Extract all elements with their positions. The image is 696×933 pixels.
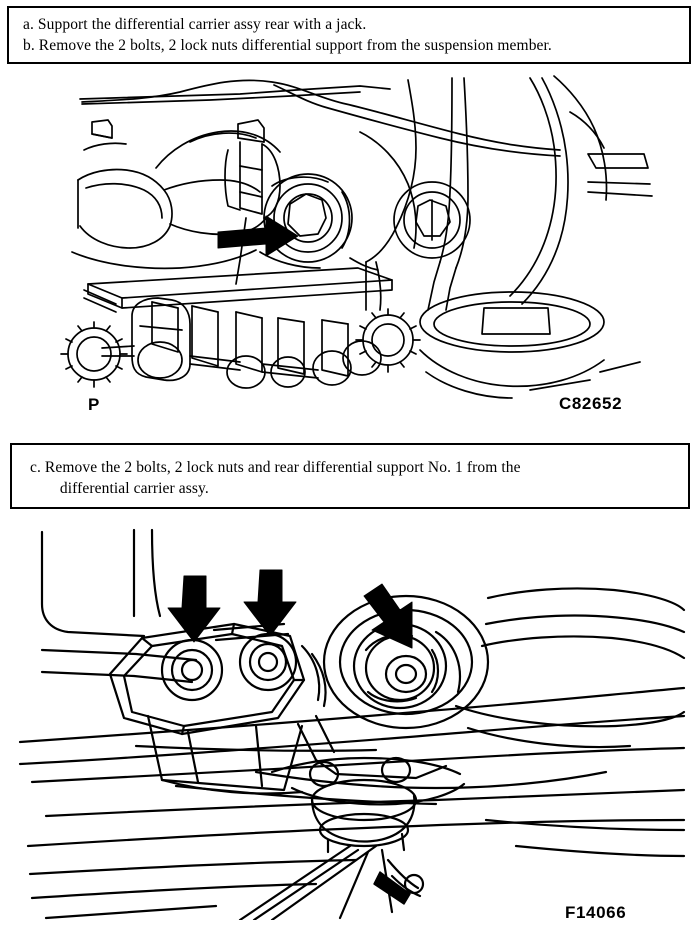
- instruction-list-bottom: c. Remove the 2 bolts, 2 lock nuts and r…: [12, 445, 688, 499]
- fig2-bolt-1: [160, 638, 224, 702]
- instruction-item-c: c. Remove the 2 bolts, 2 lock nuts and r…: [30, 459, 521, 497]
- fig1-jack-plate: [83, 267, 393, 313]
- fig2-right-lower-lines: [484, 818, 686, 858]
- fig1-callout-arrow-bolt: [217, 215, 299, 257]
- fig2-support-bracket-assembly: [108, 622, 306, 795]
- fig1-leader-lines: [529, 361, 641, 391]
- fig2-body-panel-left: [40, 528, 198, 684]
- fig2-bracket-shading-lines: [212, 622, 336, 762]
- instruction-box-top: a. Support the differential carrier assy…: [7, 6, 691, 64]
- fig1-bushing-left: [263, 173, 353, 263]
- fig1-wheel-well: [419, 75, 653, 399]
- fig2-body-contours-right: [454, 587, 686, 749]
- figure-1-marker-p: P: [88, 395, 100, 414]
- fig1-lower-contours: [71, 249, 379, 271]
- fig1-body-underside: [79, 79, 561, 157]
- fig2-callout-arrow-bolt-1: [167, 575, 221, 643]
- figure-differential-support-suspension-member: [60, 72, 660, 420]
- fig1-support-bracket: [224, 119, 281, 285]
- instruction-item-b: b. Remove the 2 bolts, 2 lock nuts diffe…: [23, 37, 552, 54]
- fig2-callout-arrow-bolt-2: [243, 569, 297, 637]
- fig2-lower-left-lines: [28, 858, 358, 920]
- instruction-item-a: a. Support the differential carrier assy…: [23, 16, 367, 33]
- fig1-gear-wheels: [60, 308, 421, 388]
- fig1-gear-right: [355, 308, 421, 373]
- instruction-list-top: a. Support the differential carrier assy…: [9, 8, 689, 56]
- fig1-bushing-right: [393, 181, 471, 259]
- instruction-box-bottom: c. Remove the 2 bolts, 2 lock nuts and r…: [10, 443, 690, 509]
- fig2-callout-arrow-bushing-nut: [363, 583, 413, 649]
- figure-2-code: F14066: [565, 903, 627, 922]
- fig1-gear-left: [60, 321, 128, 388]
- fig1-suspension-member: [359, 77, 469, 311]
- fig1-jack-frame: [101, 297, 382, 389]
- figure-rear-differential-support-no1: [16, 520, 688, 920]
- figure-1-code: C82652: [559, 394, 623, 413]
- fig2-diff-nose-cone: [270, 756, 466, 854]
- fig2-propeller-shaft: [238, 844, 425, 920]
